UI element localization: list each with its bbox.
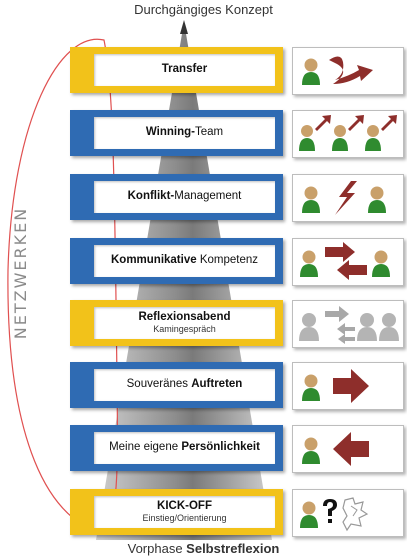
step-label: Kommunikative Kompetenz	[111, 254, 258, 267]
step-label: Transfer	[162, 63, 207, 76]
step-bar-souveraenes-auftreten: Souveränes Auftreten	[70, 362, 283, 408]
step-sublabel: Einstieg/Orientierung	[142, 513, 227, 524]
step-bar-konflikt-management: Konflikt-Management	[70, 174, 283, 220]
conflict-lightning-icon	[302, 181, 386, 215]
preliminary-phase-bold: Selbstreflexion	[186, 541, 280, 556]
step-label: Konflikt-Management	[128, 190, 242, 203]
step-label: Winning-Team	[146, 126, 223, 139]
step-label-normal: Management	[174, 190, 242, 203]
step-label: Reflexionsabend	[138, 311, 230, 324]
question-puzzle-icon	[300, 497, 369, 532]
step-bar-meine-eigene-persoenlichkeit: Meine eigene Persönlichkeit	[70, 425, 283, 471]
step-bar-reflexionsabend: Reflexionsabend Kamingespräch	[70, 300, 283, 346]
networking-label: NETZWERKEN	[11, 206, 30, 340]
person-arrow-right-icon	[302, 369, 369, 403]
team-arrows-icon	[299, 115, 397, 151]
icon-box-reflexionsabend	[292, 300, 404, 348]
step-label-box: Souveränes Auftreten	[94, 369, 275, 401]
step-label-bold: Transfer	[161, 63, 208, 76]
step-label-box: Transfer	[94, 54, 275, 86]
step-label: KICK-OFF	[157, 500, 212, 513]
concept-title: Durchgängiges Konzept	[134, 2, 273, 17]
step-label: Meine eigene Persönlichkeit	[109, 441, 260, 454]
step-label-normal: Souveränes	[126, 378, 192, 391]
step-bar-kommunikative-kompetenz: Kommunikative Kompetenz	[70, 238, 283, 284]
step-label-box: KICK-OFF Einstieg/Orientierung	[94, 496, 275, 528]
step-label-bold: Auftreten	[191, 378, 243, 391]
step-label-bold: Kommunikative	[110, 254, 197, 267]
icon-box-kick-off	[292, 489, 404, 537]
step-label-box: Konflikt-Management	[94, 181, 275, 213]
person-arrow-left-icon	[302, 432, 369, 466]
step-label-normal: Meine eigene	[109, 441, 182, 454]
exchange-arrows-icon	[300, 242, 390, 280]
step-label-bold: Reflexionsabend	[138, 311, 231, 324]
step-bar-winning-team: Winning-Team	[70, 110, 283, 156]
icon-box-winning-team	[292, 110, 404, 158]
step-label-box: Winning-Team	[94, 117, 275, 149]
person-curved-arrow-icon	[302, 56, 373, 85]
step-label-box: Kommunikative Kompetenz	[94, 245, 275, 277]
icon-box-transfer	[292, 47, 404, 95]
icon-box-meine-eigene-persoenlichkeit	[292, 425, 404, 473]
step-label-normal: Team	[194, 126, 224, 139]
icon-box-souveraenes-auftreten	[292, 362, 404, 410]
icon-box-kommunikative-kompetenz	[292, 238, 404, 286]
step-sublabel: Kamingespräch	[153, 324, 216, 335]
step-label-box: Meine eigene Persönlichkeit	[94, 432, 275, 464]
step-label: Souveränes Auftreten	[127, 378, 243, 391]
icon-box-konflikt-management	[292, 174, 404, 222]
step-label-box: Reflexionsabend Kamingespräch	[94, 307, 275, 339]
step-label-bold: Persönlichkeit	[181, 441, 260, 454]
preliminary-phase-label: Vorphase Selbstreflexion	[0, 541, 407, 556]
step-label-bold: KICK-OFF	[157, 500, 212, 513]
step-label-normal: Kompetenz	[196, 254, 258, 267]
step-bar-kick-off: KICK-OFF Einstieg/Orientierung	[70, 489, 283, 535]
group-talk-icon	[299, 306, 399, 344]
step-label-bold: Konflikt-	[127, 190, 175, 203]
preliminary-phase-prefix: Vorphase	[127, 541, 187, 556]
step-label-bold: Winning-	[145, 126, 195, 139]
step-bar-transfer: Transfer	[70, 47, 283, 93]
